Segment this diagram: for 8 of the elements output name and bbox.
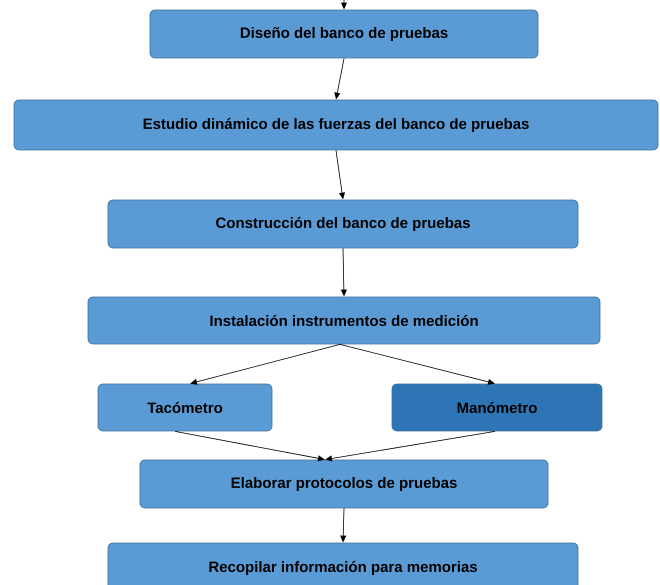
process-box: Recopilar información para memorias bbox=[108, 542, 578, 585]
process-box: Estudio dinámico de las fuerzas del banco de pruebas bbox=[14, 100, 658, 150]
process-box: Construcción del banco de pruebas bbox=[108, 200, 578, 248]
process-box: Manómetro bbox=[392, 384, 602, 432]
process-box: Instalación instrumentos de medición bbox=[88, 296, 600, 344]
process-box: Elaborar protocolos de pruebas bbox=[140, 460, 548, 508]
process-box: Diseño del banco de pruebas bbox=[150, 10, 538, 58]
process-box: Tacómetro bbox=[98, 384, 272, 432]
